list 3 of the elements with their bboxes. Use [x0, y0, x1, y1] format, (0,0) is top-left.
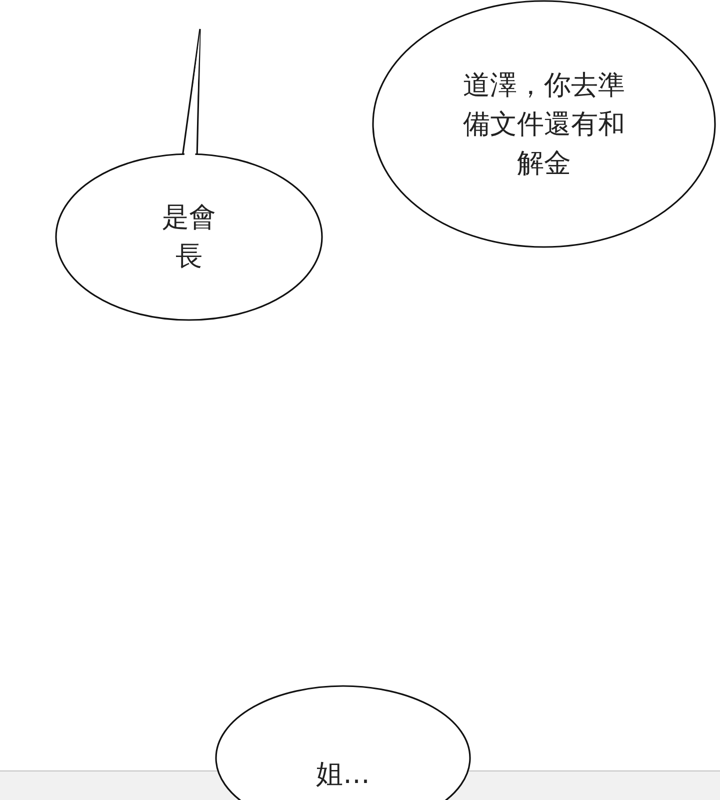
dialogue-text: 是會長	[162, 201, 216, 274]
dialogue-text: 道澤，你去準備文件還有和解金	[463, 68, 625, 181]
dialogue-text: 姐…	[315, 758, 371, 792]
